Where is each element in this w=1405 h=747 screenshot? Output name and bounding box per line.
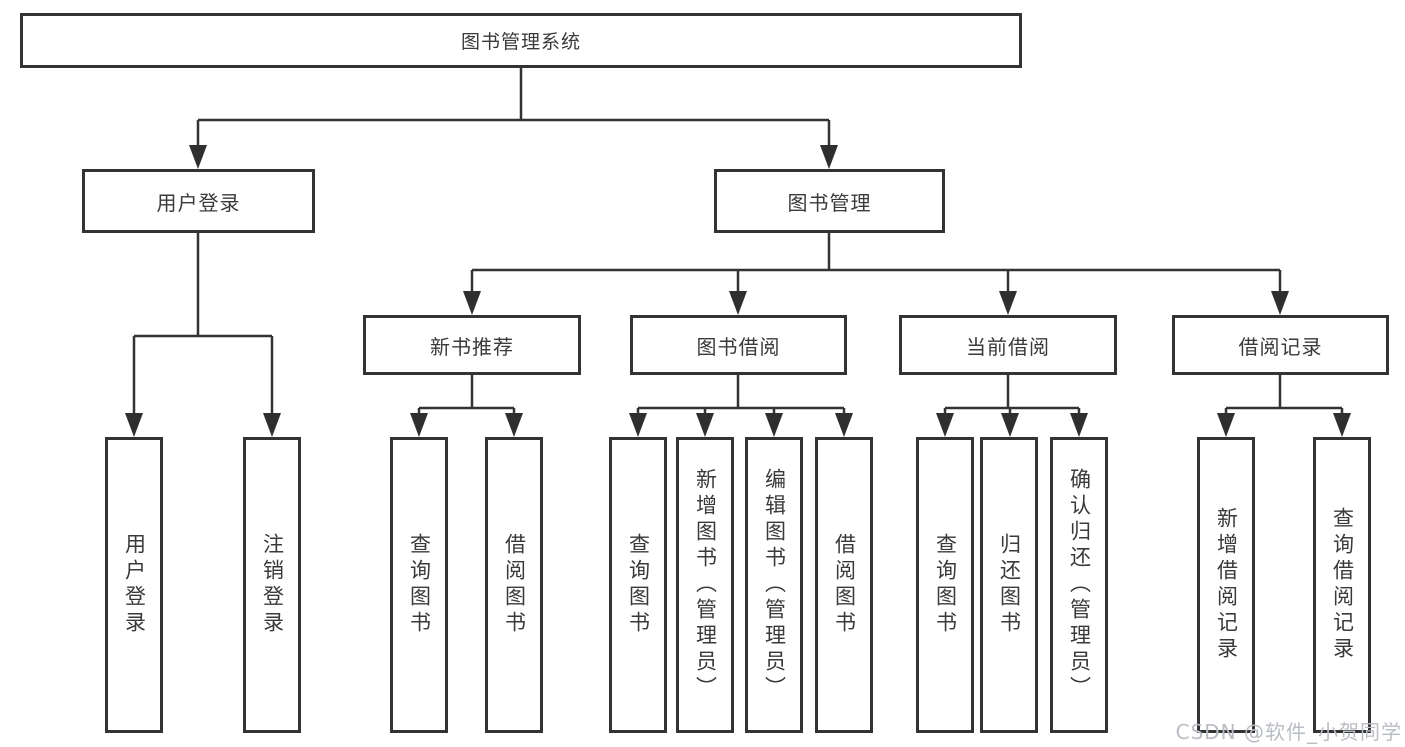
node-book-borrow: 图书借阅 xyxy=(630,315,847,375)
leaf-logout: 注销登录 xyxy=(243,437,301,733)
leaf-query-borrow-record: 查询借阅记录 xyxy=(1313,437,1371,733)
leaf-query-books-borrow: 查询图书 xyxy=(609,437,667,733)
node-user-login-branch: 用户登录 xyxy=(82,169,315,233)
leaf-user-login: 用户登录 xyxy=(105,437,163,733)
node-new-book-recommend: 新书推荐 xyxy=(363,315,581,375)
leaf-add-books-admin: 新增图书（管理员） xyxy=(676,437,734,733)
leaf-add-borrow-record: 新增借阅记录 xyxy=(1197,437,1255,733)
leaf-query-books-recommend: 查询图书 xyxy=(390,437,448,733)
csdn-watermark: CSDN @软件_小贺同学 xyxy=(1175,720,1402,744)
leaf-confirm-return-admin: 确认归还（管理员） xyxy=(1050,437,1108,733)
leaf-borrow-books-recommend: 借阅图书 xyxy=(485,437,543,733)
leaf-borrow-books: 借阅图书 xyxy=(815,437,873,733)
node-borrow-records: 借阅记录 xyxy=(1172,315,1389,375)
node-book-management-branch: 图书管理 xyxy=(714,169,945,233)
node-root-system: 图书管理系统 xyxy=(20,13,1022,68)
node-current-borrow: 当前借阅 xyxy=(899,315,1117,375)
leaf-return-books: 归还图书 xyxy=(980,437,1038,733)
leaf-edit-books-admin: 编辑图书（管理员） xyxy=(745,437,803,733)
leaf-query-books-current: 查询图书 xyxy=(916,437,974,733)
